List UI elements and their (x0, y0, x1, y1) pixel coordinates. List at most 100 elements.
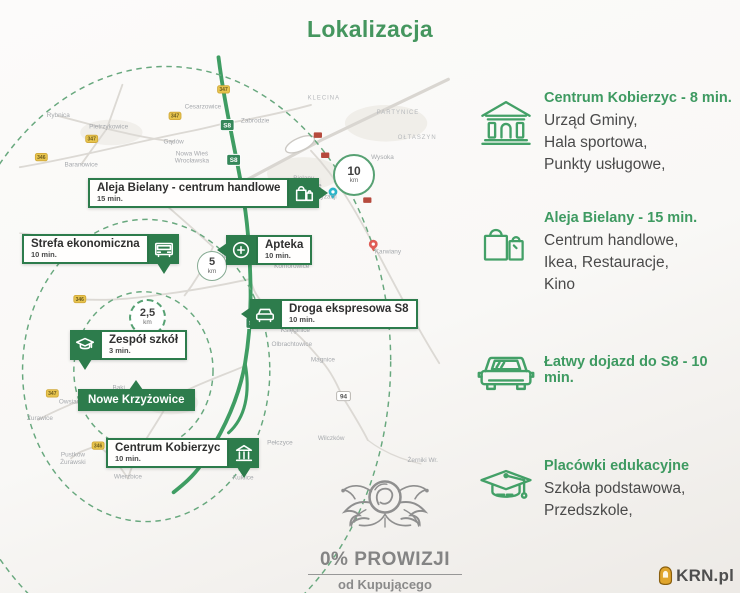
town-label: Wrocławska (175, 158, 210, 165)
road-shield-346: 346 (34, 153, 48, 162)
town-label: Magnice (311, 356, 336, 363)
callout-pointer (78, 358, 92, 370)
legend-line: Urząd Gminy, (544, 112, 638, 129)
svg-text:346: 346 (76, 297, 85, 303)
karwiany-pin (368, 239, 378, 252)
town-label: Pełczyce (267, 440, 293, 447)
legend-line: Szkoła podstawowa, (544, 480, 686, 497)
road-shield-94: 94 (336, 391, 351, 402)
road-shield-346: 346 (91, 441, 105, 450)
distance-value: 5 (208, 255, 216, 268)
poi-pins-layer (328, 187, 378, 252)
town-label: Księginice (281, 327, 311, 334)
svg-text:347: 347 (88, 137, 97, 143)
svg-text:346: 346 (37, 155, 46, 161)
bank-icon (468, 90, 544, 176)
town-label: Wilczków (318, 435, 345, 442)
museum-pin (328, 187, 338, 200)
callout-box: Strefa ekonomiczna 10 min. (22, 234, 149, 264)
distance-value: 10 (347, 164, 361, 179)
town-label: Zabrodzie (241, 117, 270, 124)
callout-label: Apteka (265, 239, 304, 251)
callout-box: Apteka 10 min. (256, 235, 313, 265)
callout-box: Droga ekspresowa S8 10 min. (280, 299, 418, 329)
distance-unit: km (207, 267, 217, 275)
town-label: Gądów (164, 138, 185, 145)
legend-line: Przedszkole, (544, 502, 633, 519)
town-label: Kuklice (233, 474, 254, 481)
bank-icon (229, 438, 260, 478)
town-label: Nowa Wieś (176, 150, 208, 157)
town-label: Baranowice (64, 161, 98, 168)
promo-block: 0% PROWIZJI od Kupującego (298, 466, 472, 592)
road-shield-S8: S8 (219, 119, 235, 132)
car-icon (241, 299, 280, 329)
callout-zespol-szkol: Zespół szkół 3 min. (70, 330, 188, 370)
callout-droga-s8: Droga ekspresowa S8 10 min. (241, 299, 418, 329)
badge-pointer (129, 380, 144, 390)
town-label: Olbrachtowice (272, 341, 313, 348)
callout-label: Aleja Bielany - centrum handlowe (97, 182, 281, 194)
truck-icon (148, 234, 179, 274)
pharmacy-cross-icon (217, 235, 256, 265)
promo-subline: od Kupującego (338, 577, 432, 592)
shopping-bags-icon (468, 210, 544, 296)
town-label: Bąki (112, 385, 124, 392)
road-shield-347: 347 (45, 389, 59, 398)
callout-pointer (156, 262, 171, 274)
callout-pointer (217, 242, 227, 257)
callout-centrum-kobierzyc: Centrum Kobierzyc 10 min. (106, 438, 260, 478)
callout-time: 10 min. (265, 251, 291, 261)
distance-value: 2,5 (139, 307, 156, 320)
legend-text: Centrum Kobierzyc - 8 min. Urząd Gminy, … (544, 90, 732, 176)
legend-line: Hala sportowa, (544, 134, 648, 151)
town-label: Żerniki Wr. (408, 455, 439, 464)
legend-text: Placówki edukacyjne Szkoła podstawowa, P… (544, 458, 689, 522)
road-shield-347: 347 (168, 111, 182, 121)
distance-unit: km (143, 319, 152, 327)
motorway-markers (313, 132, 372, 203)
legend-line: Ikea, Restauracje, (544, 254, 669, 271)
town-label: KLECINA (308, 95, 340, 101)
car-icon (468, 338, 544, 402)
callout-label: Strefa ekonomiczna (31, 238, 140, 250)
callout-label: Centrum Kobierzyc (115, 442, 221, 454)
location-badge-nowe-krzyzowice: Nowe Krzyżowice (78, 380, 195, 411)
legend-heading: Placówki edukacyjne (544, 458, 690, 474)
graduation-cap-icon (70, 330, 100, 370)
town-label: Żurawski (60, 457, 86, 466)
road-shield-347: 347 (85, 134, 99, 143)
highway-interchange (284, 135, 316, 154)
town-label: Cesarzowice (185, 104, 222, 111)
legend-text: Aleja Bielany - 15 min. Centrum handlowe… (544, 210, 697, 296)
town-label: Pietrzykowice (89, 124, 129, 131)
svg-text:346: 346 (94, 443, 103, 449)
legend-heading: Aleja Bielany - 15 min. (544, 210, 698, 226)
callout-time: 15 min. (97, 194, 123, 204)
callout-apteka: Apteka 10 min. (217, 235, 313, 265)
brand-name: KRN.pl (676, 565, 734, 585)
svg-text:S8: S8 (223, 122, 231, 129)
legend-heading: Centrum Kobierzyc - 8 min. (544, 90, 732, 106)
callout-label: Zespół szkół (109, 334, 179, 346)
legend-item-dojazd-s8: Łatwy dojazd do S8 - 10 min. (468, 338, 740, 402)
callout-strefa-ekonomiczna: Strefa ekonomiczna 10 min. (22, 234, 179, 274)
callout-label: Droga ekspresowa S8 (289, 303, 409, 315)
page-title: Lokalizacja (306, 16, 434, 42)
town-label: Owsianka (59, 398, 88, 405)
town-label: PARTYNICE (377, 110, 420, 116)
distance-unit: km (349, 177, 359, 185)
badge-label: Nowe Krzyżowice (88, 394, 185, 406)
svg-text:S8: S8 (230, 157, 238, 164)
town-label: Rybnica (47, 112, 71, 119)
krn-logo-icon (659, 566, 673, 586)
callout-time: 10 min. (289, 315, 315, 325)
callout-pointer (318, 185, 329, 200)
town-label: Karwiany (375, 248, 402, 255)
svg-text:347: 347 (48, 391, 57, 397)
promo-headline: 0% PROWIZJI (319, 549, 451, 570)
callout-box: Centrum Kobierzyc 10 min. (106, 438, 230, 468)
legend-item-aleja-bielany: Aleja Bielany - 15 min. Centrum handlowe… (468, 210, 740, 296)
legend-item-centrum-kobierzyc: Centrum Kobierzyc - 8 min. Urząd Gminy, … (468, 90, 740, 176)
